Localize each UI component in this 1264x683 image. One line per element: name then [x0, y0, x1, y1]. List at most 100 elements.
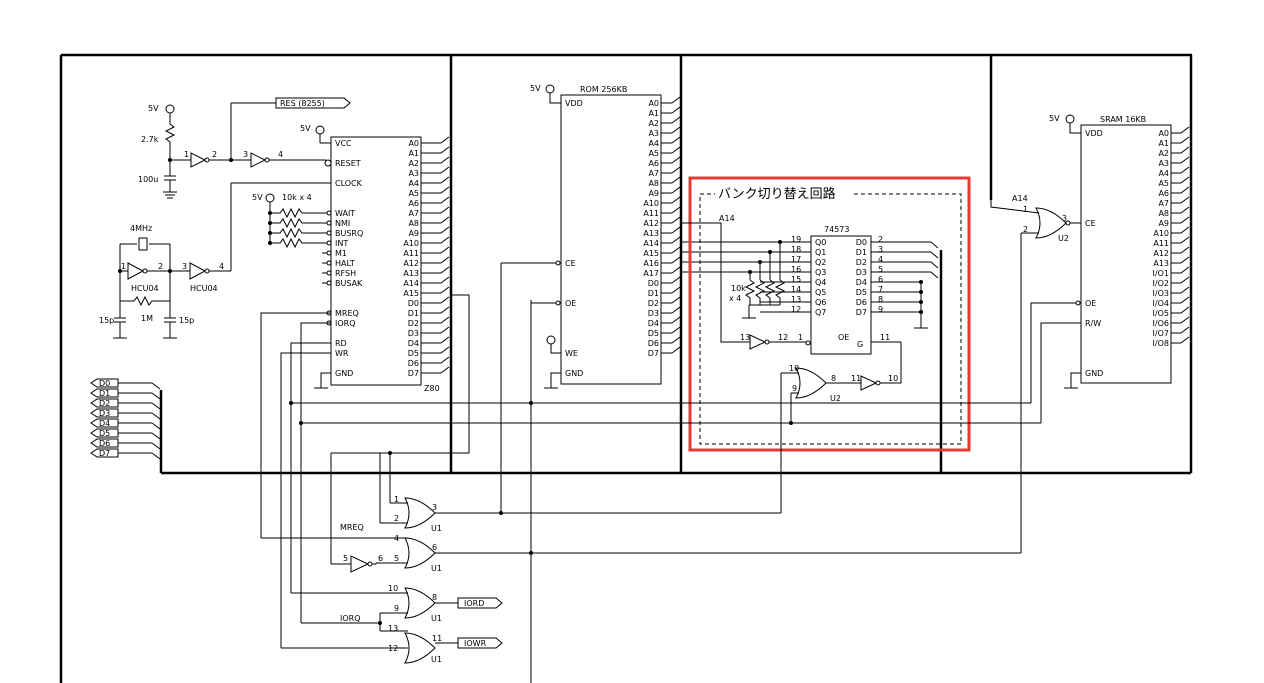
svg-text:1: 1: [798, 333, 803, 342]
svg-text:9: 9: [394, 604, 399, 613]
latch-d-num: 7: [878, 285, 883, 294]
z80-bus-entry: [440, 146, 450, 154]
rom-pin: OE: [565, 299, 576, 308]
rom-pin: A7: [648, 169, 659, 178]
latch-d-pin: D4: [856, 278, 867, 287]
svg-text:U1: U1: [431, 655, 442, 664]
svg-text:HCU04: HCU04: [190, 284, 218, 293]
junction-dot: [919, 280, 923, 284]
svg-text:U2: U2: [1058, 234, 1069, 243]
pullup-resistors: 5V 10k x 4: [252, 193, 312, 249]
sram-bus-entry: [1180, 286, 1190, 294]
rom-pin: A0: [648, 99, 659, 108]
data-bus-label: D7: [99, 449, 110, 458]
svg-text:G: G: [857, 340, 863, 349]
z80-pin: MREQ: [335, 309, 359, 318]
rom-pin: A2: [648, 119, 659, 128]
z80-pin: A6: [408, 199, 419, 208]
pulldown-resistor: [774, 279, 786, 305]
rom-bus-entry: [671, 226, 681, 234]
z80-pin: A14: [403, 279, 419, 288]
z80-pin: A1: [408, 149, 419, 158]
pullup-resistor: [270, 207, 305, 219]
latch-bus-entry: [930, 251, 939, 259]
svg-text:A14: A14: [1012, 194, 1028, 203]
z80-bus-entry: [440, 196, 450, 204]
rom-pin: D2: [648, 299, 659, 308]
sram-bus-entry: [1180, 226, 1190, 234]
latch-q-pin: Q2: [815, 258, 826, 267]
sram-pin: VDD: [1085, 129, 1103, 138]
svg-text:1: 1: [121, 262, 126, 271]
sram-pin: OE: [1085, 299, 1096, 308]
sram-bus-entry: [1180, 316, 1190, 324]
sram-bus-entry: [1180, 306, 1190, 314]
rom-pin: A1: [648, 109, 659, 118]
latch-q-num: 14: [791, 285, 801, 294]
svg-text:U1: U1: [431, 524, 442, 533]
bank-switch-title: バンク切り替え回路: [718, 186, 836, 202]
latch-q-pin: Q3: [815, 268, 826, 277]
z80-bus-entry: [440, 306, 450, 314]
svg-text:15p: 15p: [179, 316, 194, 325]
svg-text:8: 8: [831, 374, 836, 383]
z80-pin: D3: [408, 329, 419, 338]
sram-bus-entry: [1180, 176, 1190, 184]
z80-bus-entry: [440, 316, 450, 324]
z80-pin: A7: [408, 209, 419, 218]
sram-pin: I/O4: [1153, 299, 1169, 308]
sram-pin: A11: [1153, 239, 1169, 248]
z80-pin: D2: [408, 319, 419, 328]
sram-pin: I/O1: [1153, 269, 1169, 278]
z80-pin: A12: [403, 259, 419, 268]
rom-bus-entry: [671, 246, 681, 254]
latch-q-num: 19: [791, 235, 801, 244]
bus-frame: [59, 53, 1193, 683]
latch-q-pin: Q1: [815, 248, 826, 257]
rom-bus-entry: [671, 136, 681, 144]
data-bus-entry: [151, 392, 161, 400]
z80-bus-entry: [440, 326, 450, 334]
z80-bus-entry: [440, 136, 450, 144]
z80-pin: A10: [403, 239, 419, 248]
rom-pin: A15: [643, 249, 659, 258]
latch-q-num: 16: [791, 265, 801, 274]
z80-pin: M1: [335, 249, 347, 258]
z80-bus-entry: [440, 206, 450, 214]
latch-q-num: 15: [791, 275, 801, 284]
bank-switch-highlight: [688, 176, 971, 452]
rom-bus-entry: [671, 156, 681, 164]
svg-text:12: 12: [778, 333, 788, 342]
rom-chip: ROM 256KB VDDCEOEWEGNDA0A1A2A3A4A5A6A7A8…: [560, 85, 681, 385]
latch-q-num: 13: [791, 295, 801, 304]
svg-text:100u: 100u: [138, 175, 158, 184]
sram-bus-entry: [1180, 336, 1190, 344]
z80-pin: A0: [408, 139, 419, 148]
svg-text:RES (8255): RES (8255): [280, 99, 325, 108]
sram-pin: A4: [1158, 169, 1169, 178]
sram-bus-entry: [1180, 276, 1190, 284]
z80-pin: HALT: [335, 259, 355, 268]
pullup-resistor: [270, 217, 305, 229]
rom-pin: D1: [648, 289, 659, 298]
data-bus-label: D0: [99, 379, 110, 388]
svg-text:6: 6: [378, 554, 383, 563]
sram-bus-entry: [1180, 206, 1190, 214]
svg-text:x 4: x 4: [729, 294, 741, 303]
junction-dot: [919, 300, 923, 304]
sram-pin: I/O3: [1153, 289, 1169, 298]
latch-d-pin: D1: [856, 248, 867, 257]
sram-pin: A1: [1158, 139, 1169, 148]
svg-text:OE: OE: [838, 333, 849, 342]
z80-pin: WR: [335, 349, 349, 358]
data-bus-entry: [151, 382, 161, 390]
svg-text:3: 3: [1062, 214, 1067, 223]
sram-pin: A6: [1158, 189, 1169, 198]
svg-text:11: 11: [851, 374, 861, 383]
svg-text:MREQ: MREQ: [340, 523, 364, 532]
svg-text:5V: 5V: [252, 193, 263, 202]
sram-bus-entry: [1180, 256, 1190, 264]
svg-text:U1: U1: [431, 564, 442, 573]
